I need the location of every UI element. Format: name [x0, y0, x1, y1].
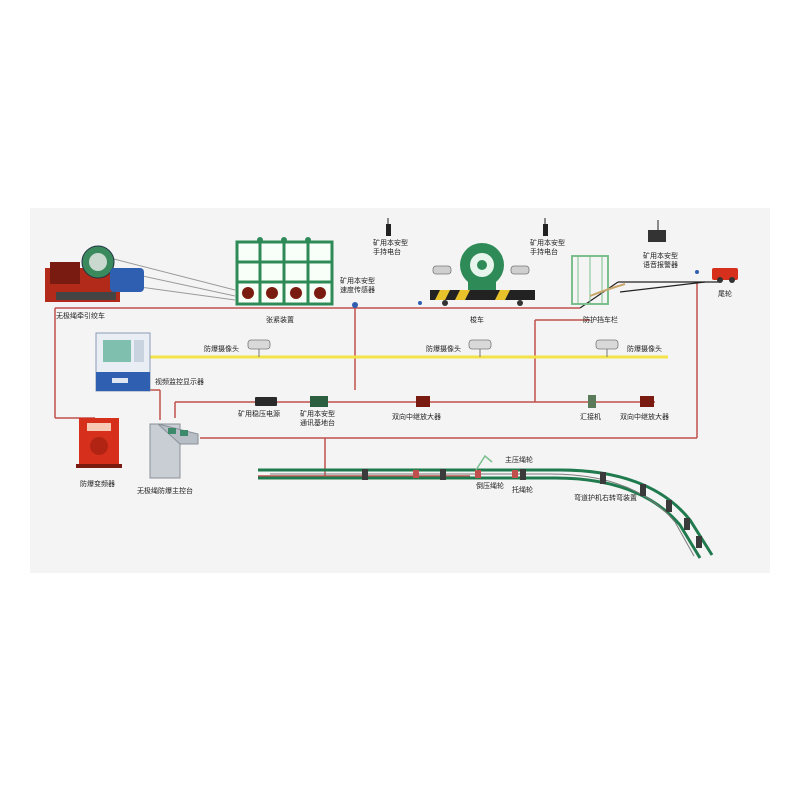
- camera-2-icon: [468, 339, 492, 357]
- label-relay-amp-1: 双向中继放大器: [392, 413, 441, 421]
- label-radio-left-2: 手持电台: [373, 248, 401, 256]
- label-press-rope-wheel: 倒压绳轮: [476, 482, 504, 490]
- cable-junctions: [418, 270, 699, 305]
- pressure-rope-wheel-icon: [475, 454, 493, 471]
- label-junction-box: 汇接机: [580, 413, 601, 421]
- label-radio-right-2: 手持电台: [530, 248, 558, 256]
- label-power-supply: 矿用稳压电源: [238, 410, 280, 418]
- inverter-cabinet-icon: [76, 418, 122, 468]
- relay-amplifier-1-icon: [416, 396, 430, 407]
- power-supply-icon: [255, 397, 277, 406]
- track-sleepers: [362, 469, 702, 548]
- label-barrier: 防护挡车栏: [583, 316, 618, 324]
- label-alarm-1: 矿用本安型: [643, 252, 678, 260]
- label-tensioner: 张紧装置: [266, 316, 294, 324]
- track-rails: [258, 468, 714, 559]
- speed-sensor-icon: [352, 302, 358, 308]
- label-speed-sensor-1: 矿用本安型: [340, 277, 375, 285]
- label-console: 无极绳防爆主控台: [137, 487, 193, 495]
- handheld-radio-left-icon: [386, 218, 391, 236]
- tail-wheel-icon: [712, 268, 738, 283]
- label-shuttle: 梭车: [470, 316, 484, 324]
- winch-machine: [45, 245, 144, 302]
- relay-amplifier-2-icon: [640, 396, 654, 407]
- camera-3-icon: [595, 339, 619, 357]
- label-base-station-2: 通讯基地台: [300, 419, 335, 427]
- label-alarm-2: 语音报警器: [643, 261, 678, 269]
- junction-box-icon: [588, 395, 596, 408]
- main-console-icon: [149, 423, 199, 479]
- label-camera-2: 防爆摄像头: [426, 345, 461, 353]
- handheld-radio-right-icon: [543, 218, 548, 236]
- video-monitor-icon: [95, 332, 151, 392]
- protective-barrier: [571, 255, 626, 305]
- label-tail-wheel: 尾轮: [718, 290, 732, 298]
- label-winch: 无极绳牵引绞车: [56, 312, 105, 320]
- label-speed-sensor-2: 速度传感器: [340, 286, 375, 294]
- shuttle-car: [430, 243, 535, 306]
- base-station-icon: [310, 396, 328, 407]
- label-radio-left-1: 矿用本安型: [373, 239, 408, 247]
- label-relay-amp-2: 双向中继放大器: [620, 413, 669, 421]
- shuttle-camera-right-icon: [510, 265, 530, 275]
- tensioner-device: [235, 237, 334, 306]
- label-video-monitor: 视频监控显示器: [155, 378, 204, 386]
- voice-alarm-icon: [648, 220, 666, 242]
- label-camera-3: 防爆摄像头: [627, 345, 662, 353]
- label-camera-1: 防爆摄像头: [204, 345, 239, 353]
- label-radio-right-1: 矿用本安型: [530, 239, 565, 247]
- label-support-rope-wheel: 托绳轮: [512, 486, 533, 494]
- label-curve-wheel-set: 弯道护机右转弯装置: [574, 494, 637, 502]
- label-inverter: 防爆变频器: [80, 480, 115, 488]
- label-base-station-1: 矿用本安型: [300, 410, 335, 418]
- camera-1-icon: [247, 339, 271, 357]
- rope-wheel-markers: [413, 470, 518, 478]
- label-pressure-rope-wheel: 主压绳轮: [505, 456, 533, 464]
- shuttle-camera-left-icon: [432, 265, 452, 275]
